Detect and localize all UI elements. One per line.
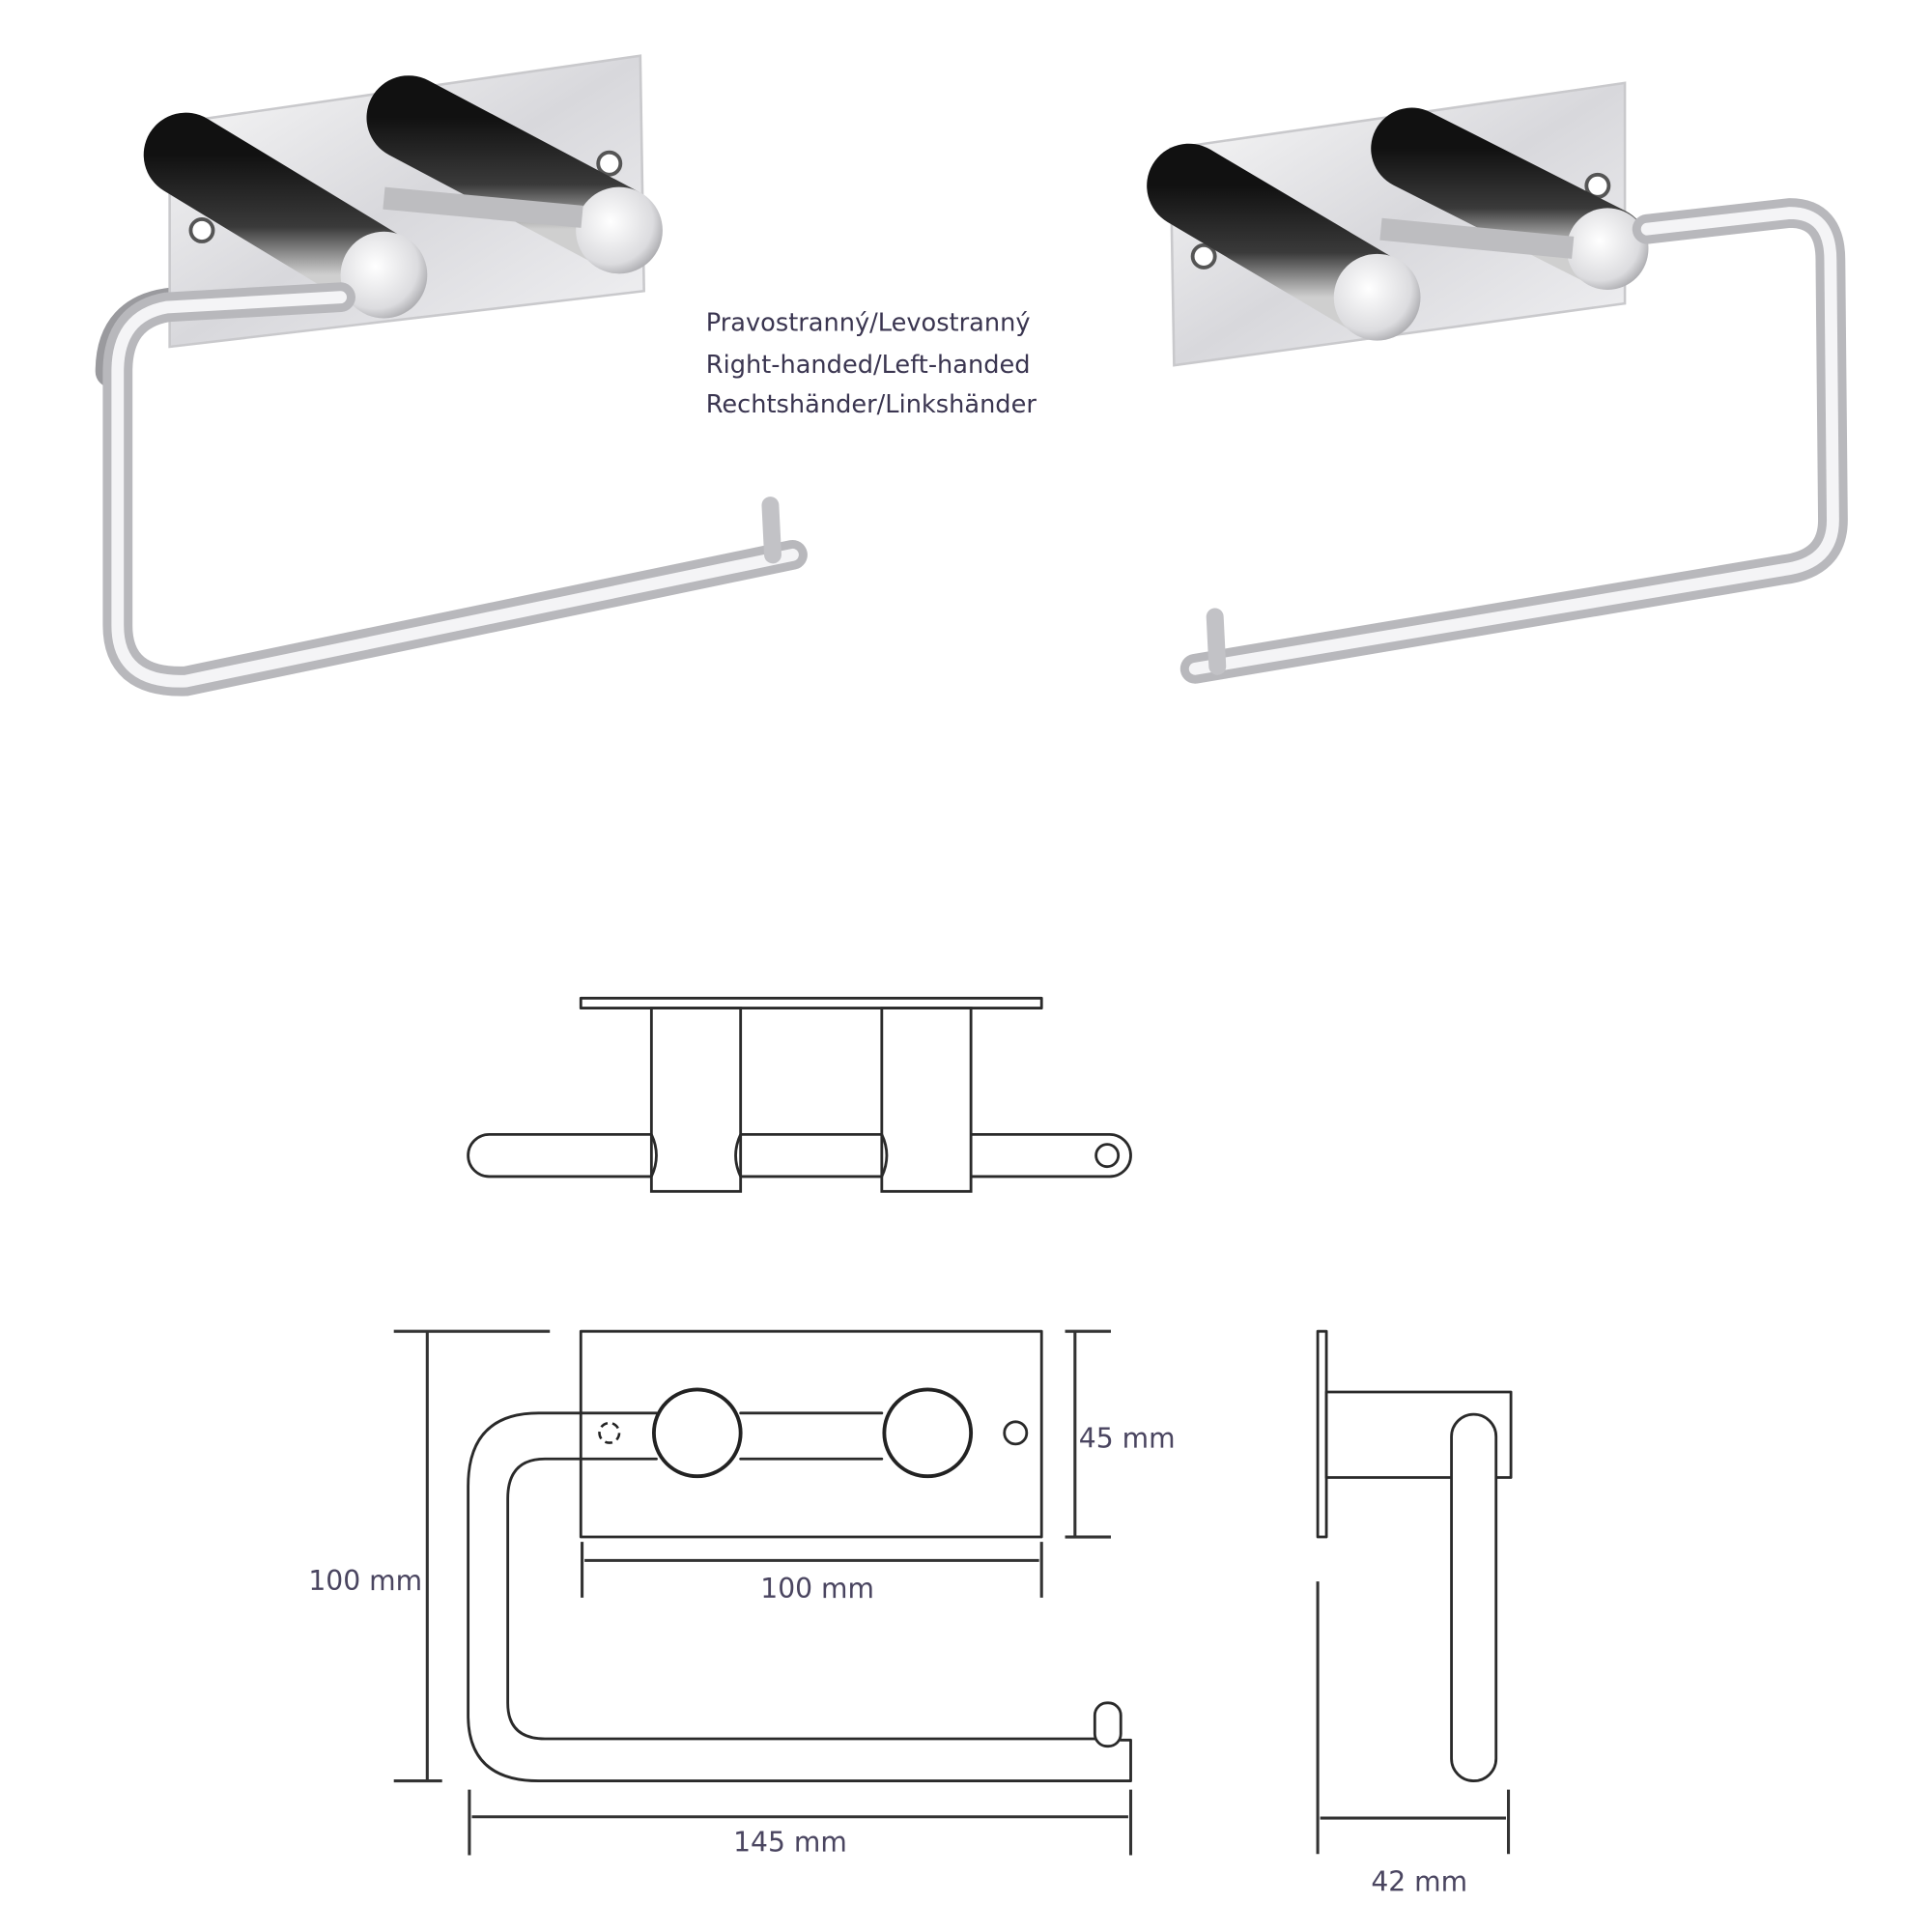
top-view-drawing [467, 996, 1132, 1193]
post-cap [882, 1387, 974, 1479]
arm-outline [467, 1132, 1132, 1179]
dimension-depth: 42 mm [1371, 1866, 1467, 1898]
post-cap [1566, 208, 1649, 290]
front-view-drawing [467, 1329, 1132, 1782]
dimension-plate-width: 100 mm [760, 1573, 874, 1605]
plate-outline [579, 996, 1043, 1009]
post-cap [576, 186, 663, 274]
post-outline [1324, 1390, 1513, 1479]
plate-outline [579, 1329, 1043, 1539]
roll-stop-pin [761, 497, 781, 564]
roll-stop-pin [1206, 608, 1227, 675]
dimension-plate-height: 45 mm [1079, 1423, 1176, 1455]
side-view-drawing [1316, 1329, 1513, 1783]
post-cap [652, 1387, 743, 1479]
dimension-height: 100 mm [308, 1565, 422, 1597]
arm-outline [467, 1411, 1132, 1782]
screw-hole-icon [598, 1421, 621, 1444]
screw-hole-icon [1190, 242, 1217, 270]
product-photo-left-handed [1147, 81, 1848, 684]
handedness-label-en: Right-handed/Left-handed [706, 351, 1031, 380]
screw-hole-icon [1003, 1420, 1029, 1446]
roll-stop-pin [1093, 1701, 1122, 1748]
post-outline [880, 1007, 973, 1193]
dimension-total-width: 145 mm [733, 1827, 847, 1859]
arm-outline [1450, 1412, 1498, 1783]
post-cap [1333, 253, 1421, 341]
screw-hole-icon [596, 150, 623, 177]
product-photo-right-handed [95, 54, 808, 696]
screw-hole-icon [188, 217, 215, 243]
handedness-label-cz: Pravostranný/Levostranný [706, 308, 1031, 337]
screw-hole-icon [1094, 1143, 1121, 1169]
post-cap [340, 231, 428, 319]
handedness-label-de: Rechtshänder/Linkshänder [706, 390, 1037, 419]
post-outline [649, 1007, 743, 1193]
dimension-lines [393, 1329, 1511, 1856]
